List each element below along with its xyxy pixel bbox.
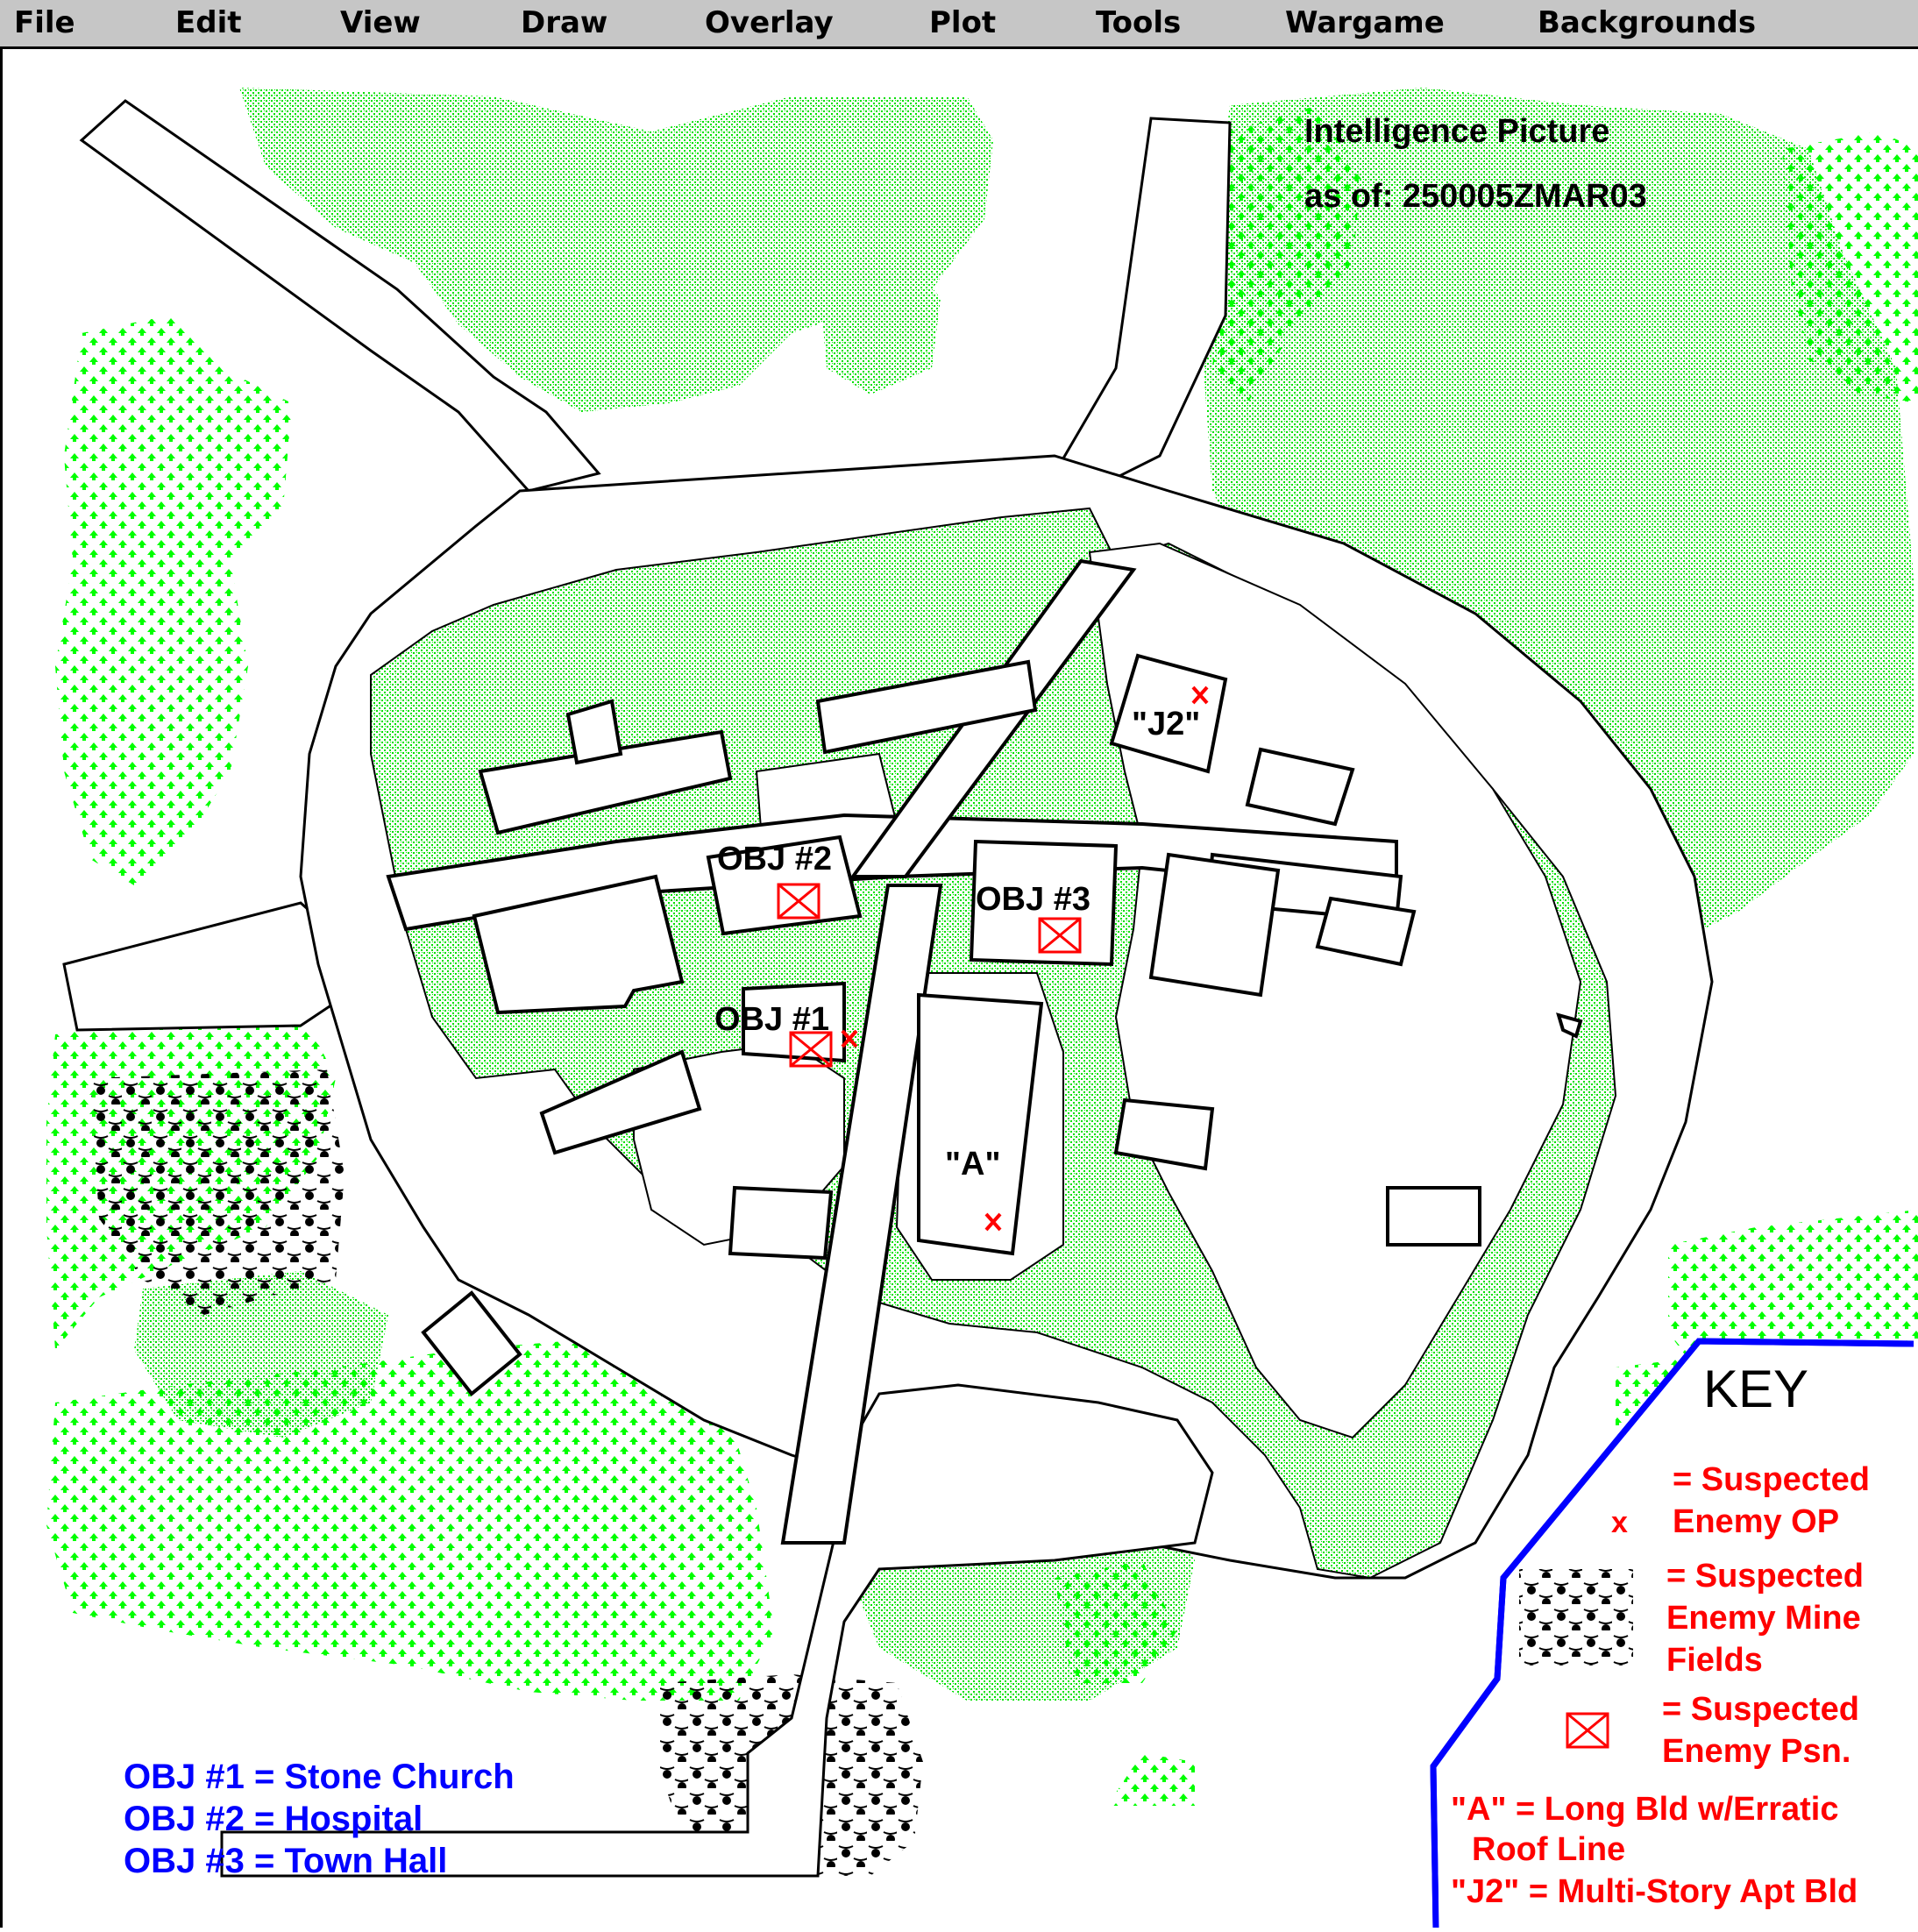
legend-obj3: OBJ #3 = Town Hall [124, 1842, 447, 1880]
menu-backgrounds[interactable]: Backgrounds [1538, 5, 1757, 40]
key-op-symbol: x [1611, 1506, 1628, 1539]
obj3-label: OBJ #3 [976, 881, 1090, 918]
key-psn-line1: = Suspected [1662, 1691, 1859, 1728]
enemy-op-icon[interactable] [984, 1212, 1002, 1232]
key-mines-line1: = Suspected [1666, 1558, 1864, 1595]
menu-plot[interactable]: Plot [929, 5, 997, 40]
map-date: as of: 250005ZMAR03 [1304, 178, 1647, 215]
map-canvas[interactable]: Intelligence Picture as of: 250005ZMAR03… [0, 49, 1918, 1928]
key-border-line [1430, 1338, 1914, 1928]
key-panel [1438, 1348, 1918, 1928]
menu-bar: File Edit View Draw Overlay Plot Tools W… [0, 0, 1918, 49]
menu-draw[interactable]: Draw [521, 5, 608, 40]
menu-wargame[interactable]: Wargame [1285, 5, 1445, 40]
key-note-a: "A" = Long Bld w/Erratic [1451, 1791, 1838, 1828]
map-svg: Intelligence Picture as of: 250005ZMAR03… [46, 88, 1918, 1928]
map-title: Intelligence Picture [1304, 113, 1609, 150]
building-a-label: "A" [945, 1146, 1000, 1183]
key-op-line1: = Suspected [1673, 1461, 1870, 1498]
buildings [421, 653, 1583, 1396]
enemy-op-icon[interactable] [841, 1029, 858, 1048]
enemy-position-icon[interactable] [789, 1031, 833, 1068]
menu-file[interactable]: File [14, 5, 75, 40]
obj2-label: OBJ #2 [717, 841, 832, 877]
key-op-line2: Enemy OP [1673, 1503, 1839, 1540]
key-psn-line2: Enemy Psn. [1662, 1733, 1851, 1770]
mine-dot-icon [1519, 1569, 1633, 1666]
key-mines-line3: Fields [1666, 1642, 1763, 1679]
key-mines-line2: Enemy Mine [1666, 1600, 1861, 1637]
building-j2-label: "J2" [1132, 706, 1200, 742]
menu-overlay[interactable]: Overlay [705, 5, 834, 40]
menu-view[interactable]: View [340, 5, 421, 40]
key-title: KEY [1703, 1360, 1808, 1418]
enemy-position-icon[interactable] [777, 883, 820, 920]
key-note-j2: "J2" = Multi-Story Apt Bld [1451, 1873, 1858, 1910]
menu-edit[interactable]: Edit [175, 5, 242, 40]
menu-tools[interactable]: Tools [1096, 5, 1182, 40]
enemy-op-icon[interactable] [1191, 685, 1209, 705]
crossed-box-icon [1566, 1712, 1609, 1749]
key-note-a-cont: Roof Line [1472, 1831, 1625, 1868]
legend-obj2: OBJ #2 = Hospital [124, 1800, 423, 1838]
legend-obj1: OBJ #1 = Stone Church [124, 1758, 515, 1796]
enemy-position-icon[interactable] [1038, 917, 1082, 954]
